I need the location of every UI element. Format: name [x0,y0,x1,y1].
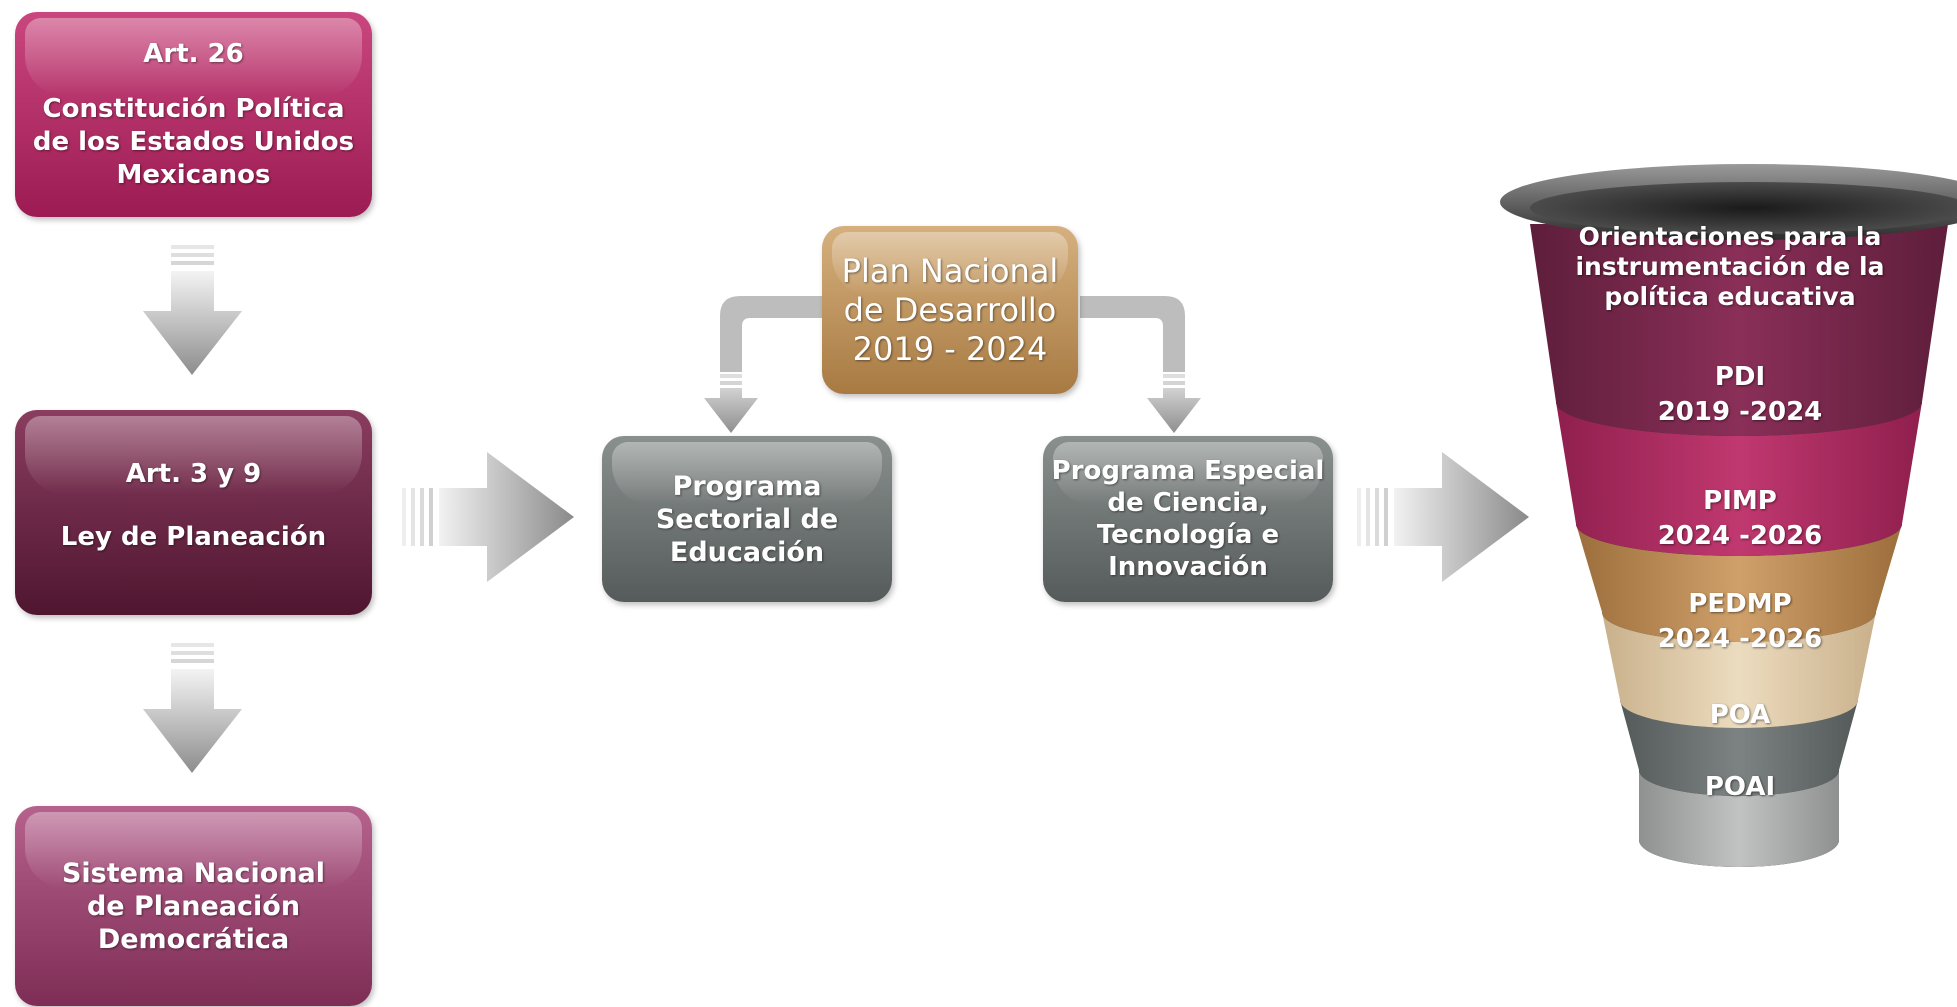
snpd-line-1: Sistema Nacional [61,857,326,889]
poai-label: POAI [1704,772,1776,802]
art-3-9-box: Art. 3 y 9 Ley de Planeación [15,410,372,615]
constitucion-line-2: de los Estados Unidos [32,126,355,157]
constitucion-line-3: Mexicanos [116,159,271,190]
right-arrow-icon [1357,452,1529,582]
sistema-nacional-box: Sistema Nacional de Planeación Democráti… [15,806,372,1006]
programa-sectorial-box: Programa Sectorial de Educación [602,436,892,602]
pnd-line-1: Plan Nacional [841,251,1059,290]
pecti-line-2: de Ciencia, [1107,488,1269,518]
pedmp-label: PEDMP [1688,589,1792,619]
funnel-level-orientaciones: Orientaciones para la instrumentación de… [1560,222,1900,312]
funnel-level-poa: POA [1590,698,1890,733]
pdi-label: PDI [1714,362,1766,392]
down-arrow-icon [143,245,242,375]
art-3-9-label: Art. 3 y 9 [125,459,262,489]
constitucion-line-1: Constitución Política [42,93,345,124]
pecti-line-1: Programa Especial [1051,456,1325,486]
connector-arrow-left [704,296,825,433]
pse-line-2: Sectorial de [655,503,839,535]
pecti-line-3: Tecnología e [1096,520,1280,550]
funnel-graphic [1500,164,1957,867]
right-arrow-icon [402,452,574,582]
funnel-level-poai: POAI [1590,770,1890,805]
orientaciones-line-1: Orientaciones para la [1578,222,1882,251]
pse-line-3: Educación [669,536,825,568]
art-26-box: Art. 26 Constitución Política de los Est… [15,12,372,217]
snpd-line-3: Democrática [97,923,290,955]
pimp-label: PIMP [1703,486,1777,516]
down-arrow-icon [143,643,242,773]
pedmp-years: 2024 -2026 [1657,624,1823,654]
funnel-level-pimp: PIMP 2024 -2026 [1590,484,1890,554]
pse-line-1: Programa [672,470,822,502]
snpd-line-2: de Planeación [86,890,301,922]
pnd-line-2: de Desarrollo [843,290,1057,329]
pnd-line-3: 2019 - 2024 [852,329,1048,368]
poa-label: POA [1709,700,1771,730]
connector-arrow-right [1080,296,1201,433]
orientaciones-line-3: política educativa [1604,282,1856,311]
funnel-level-pdi: PDI 2019 -2024 [1590,360,1890,430]
pimp-years: 2024 -2026 [1657,521,1823,551]
plan-nacional-box: Plan Nacional de Desarrollo 2019 - 2024 [822,226,1078,394]
programa-especial-box: Programa Especial de Ciencia, Tecnología… [1043,436,1333,602]
pdi-years: 2019 -2024 [1657,397,1823,427]
ley-planeacion-label: Ley de Planeación [60,522,327,552]
art-26-label: Art. 26 [143,38,244,69]
pecti-line-4: Innovación [1108,552,1268,582]
funnel-level-pedmp: PEDMP 2024 -2026 [1590,587,1890,657]
orientaciones-line-2: instrumentación de la [1575,252,1885,281]
